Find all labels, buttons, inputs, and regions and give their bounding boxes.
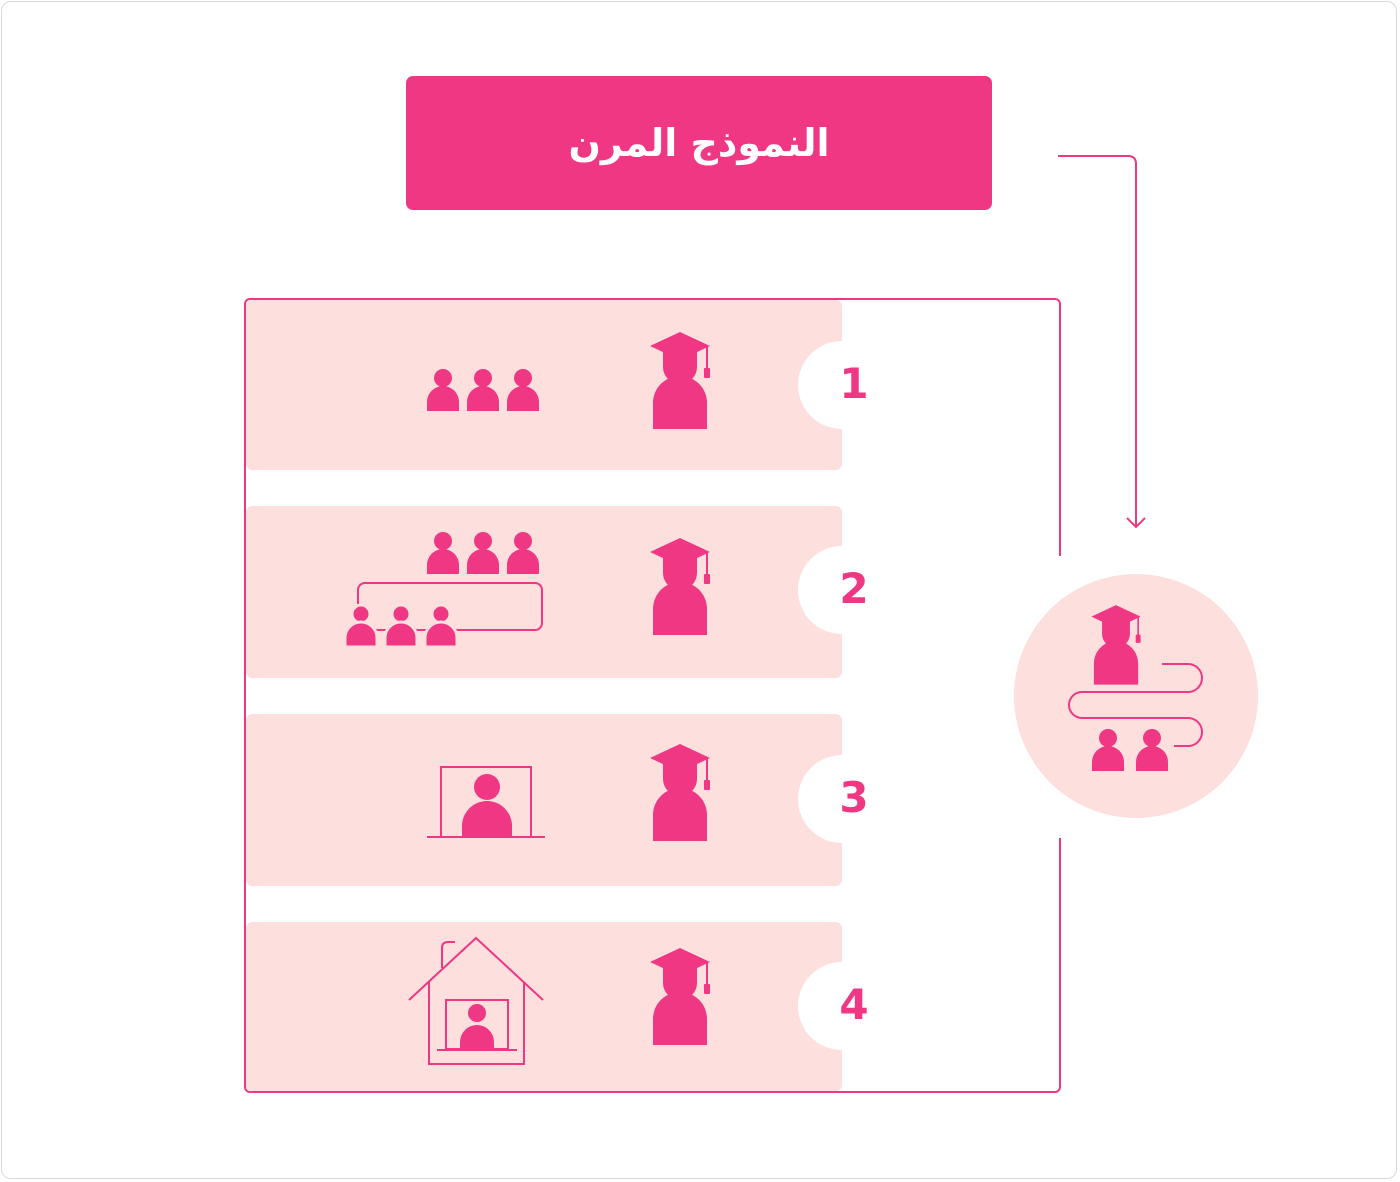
row-3-number: 3 [839,773,869,822]
row-4-notch [798,962,886,1050]
connector-arrow [1058,155,1146,529]
two-groups-of-people-icon [343,532,543,649]
row-2-number: 2 [839,564,869,613]
row-2-notch [798,546,886,634]
flex-model-circle [1014,574,1258,818]
row-1-number: 1 [839,359,869,408]
model-row-1 [246,300,842,470]
title-box: النموذج المرن [406,76,992,210]
row-3-notch [798,755,886,843]
model-row-4 [246,922,842,1091]
model-row-2 [246,506,842,678]
diagram-title: النموذج المرن [568,121,830,165]
graduate-icon [649,537,711,636]
graduate-icon [649,743,711,842]
group-of-three-people-icon [427,369,539,411]
model-row-3 [246,714,842,886]
row-4-number: 4 [839,980,869,1029]
laptop-video-call-icon [427,766,545,838]
graduate-icon [649,331,711,430]
winding-path-icon [1068,663,1203,747]
graduate-icon [649,947,711,1046]
row-1-notch [798,341,886,429]
home-laptop-icon [408,936,544,1065]
